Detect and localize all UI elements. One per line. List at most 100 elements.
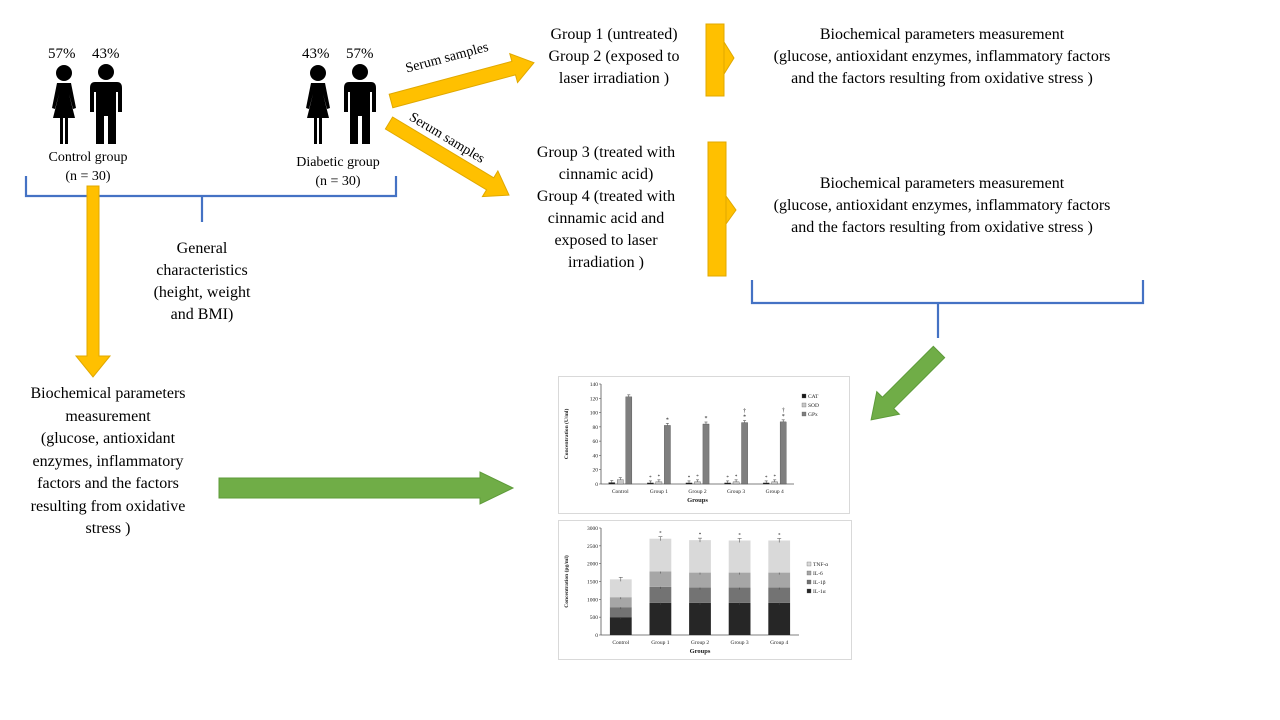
group-line: laser irradiation ): [558, 70, 670, 87]
legend-swatch: [801, 411, 807, 417]
bar-segment: [689, 602, 711, 635]
significance-mark: *: [765, 476, 768, 481]
general-characteristics-line: characteristics: [156, 262, 248, 279]
arrow-block-upper: [705, 23, 735, 97]
legend-swatch: [801, 402, 807, 408]
x-axis-label: Groups: [687, 497, 708, 504]
y-tick-label: 60: [593, 439, 599, 445]
x-tick-label: Group 1: [650, 489, 668, 495]
y-tick-label: 140: [590, 382, 599, 388]
bar-segment: [689, 587, 711, 603]
group-line: cinnamic acid): [558, 166, 654, 183]
legend-swatch: [806, 579, 812, 585]
group-line: irradiation ): [568, 254, 644, 271]
x-tick-label: Control: [612, 489, 629, 495]
general-characteristics-line: (height, weight: [153, 284, 251, 301]
bar: [694, 481, 701, 485]
bar-segment: [768, 587, 791, 603]
legend-label: SOD: [808, 403, 819, 409]
bar-segment: [689, 540, 711, 573]
y-tick-label: 0: [595, 633, 598, 639]
bar-segment: [689, 572, 711, 588]
legend-swatch: [806, 570, 812, 576]
y-tick-label: 100: [590, 411, 599, 417]
biochem-upper-text: Biochemical parameters measurement (gluc…: [732, 24, 1152, 90]
bar: [625, 396, 633, 485]
control-group-name: Control group: [48, 150, 128, 165]
bar-segment: [728, 587, 751, 603]
y-tick-label: 2000: [587, 562, 598, 568]
groups-upper-text: Group 1 (untreated) Group 2 (exposed to …: [526, 24, 702, 90]
bracket-groups: [24, 176, 398, 222]
significance-mark: *: [738, 533, 741, 538]
group-line: Group 4 (treated with: [536, 188, 676, 205]
y-tick-label: 0: [595, 482, 598, 488]
biochem-line: enzymes, inflammatory: [32, 452, 184, 470]
significance-mark: *: [726, 476, 729, 481]
control-female-pct: 57%: [48, 46, 76, 62]
x-axis-label: Groups: [690, 648, 711, 655]
legend-label: IL-1α: [813, 589, 826, 595]
bar: [685, 482, 693, 485]
bar-segment: [728, 540, 751, 573]
biochem-line: Biochemical parameters: [30, 385, 186, 402]
person-icon-female-diabetic: [306, 65, 330, 144]
bar-segment: [649, 571, 672, 587]
diabetic-group-name: Diabetic group: [296, 155, 380, 170]
annotation-mark: †: [743, 409, 746, 415]
bracket-biochem: [750, 280, 1145, 338]
biochem-left-text: Biochemical parameters measurement (gluc…: [6, 383, 210, 541]
bar-segment: [649, 602, 672, 635]
significance-mark: *: [688, 476, 691, 481]
significance-mark: *: [743, 415, 746, 421]
control-group-n: (n = 30): [65, 169, 111, 184]
bar: [608, 482, 616, 485]
bar: [647, 482, 654, 485]
y-tick-label: 1000: [587, 597, 598, 603]
biochem-line: stress ): [85, 520, 131, 537]
group-line: Group 3 (treated with: [536, 144, 676, 161]
significance-mark: *: [782, 414, 785, 420]
legend-label: IL-1β: [813, 580, 826, 586]
significance-mark: *: [773, 475, 776, 480]
diabetic-group-n: (n = 30): [315, 174, 361, 189]
legend-label: IL-6: [813, 571, 823, 577]
legend-label: GPx: [808, 412, 818, 418]
bar: [664, 425, 671, 485]
significance-mark: *: [735, 475, 738, 480]
significance-mark: *: [649, 476, 652, 481]
y-tick-label: 80: [593, 425, 599, 431]
x-tick-label: Group 1: [651, 640, 669, 646]
biochem-line: (glucose, antioxidant enzymes, inflammat…: [773, 48, 1111, 65]
bar: [702, 423, 710, 485]
bar: [724, 482, 731, 485]
arrow-down-left: [74, 185, 112, 378]
x-tick-label: Group 4: [766, 489, 784, 495]
bar-segment: [649, 538, 672, 572]
person-icon-male-control: [90, 64, 122, 144]
arrow-green-right: [218, 471, 515, 505]
bar-segment: [609, 579, 632, 598]
bar: [617, 479, 624, 485]
bar: [762, 482, 770, 485]
biochem-line: (glucose, antioxidant enzymes, inflammat…: [773, 197, 1111, 214]
bar-segment: [728, 602, 751, 635]
general-characteristics: General characteristics (height, weight …: [126, 238, 278, 326]
x-tick-label: Group 2: [688, 489, 706, 495]
y-tick-label: 20: [593, 468, 599, 474]
group-line: Group 1 (untreated): [550, 26, 678, 43]
diabetic-group-label: Diabetic group (n = 30): [278, 153, 398, 191]
significance-mark: *: [658, 475, 661, 480]
control-male-pct: 43%: [92, 46, 120, 62]
significance-mark: *: [666, 417, 669, 423]
control-group-label: Control group (n = 30): [28, 148, 148, 186]
arrow-serum-lower: [384, 116, 510, 198]
group-line: exposed to laser: [554, 232, 658, 249]
diabetic-male-pct: 57%: [346, 46, 374, 62]
general-characteristics-line: and BMI): [170, 306, 234, 323]
bar-segment: [609, 607, 632, 618]
